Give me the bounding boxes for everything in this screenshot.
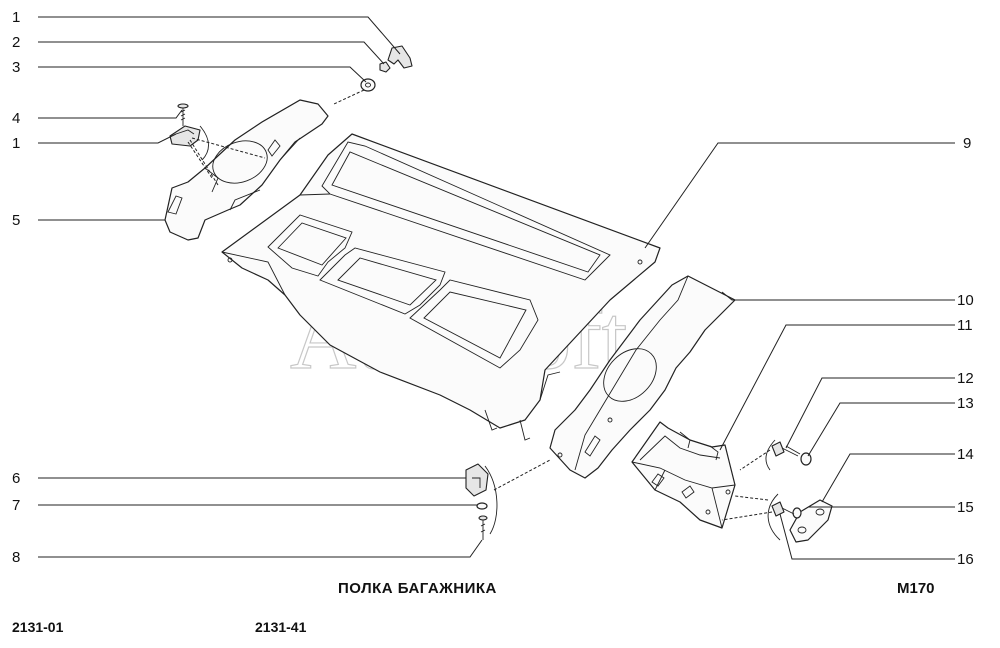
assembly-arrows — [187, 89, 781, 541]
washer — [360, 78, 376, 92]
callout-10: 10 — [957, 292, 974, 309]
bolt-12 — [771, 441, 801, 457]
right-side-panel — [549, 275, 736, 479]
callout-5: 5 — [12, 212, 20, 229]
callout-3: 3 — [12, 59, 20, 76]
diagram-code: M170 — [897, 580, 935, 597]
callout-11: 11 — [957, 317, 973, 334]
callout-1a: 1 — [12, 9, 20, 26]
callouts: 1 2 3 4 1 5 6 7 8 9 10 11 12 13 14 15 — [12, 9, 974, 568]
callout-4: 4 — [12, 110, 20, 127]
clip-6 — [465, 463, 489, 497]
callout-16: 16 — [957, 551, 974, 568]
screw-8 — [478, 515, 488, 540]
nut — [379, 61, 391, 73]
clip-top — [387, 45, 413, 69]
washer-13 — [800, 452, 812, 466]
callout-14: 14 — [957, 446, 974, 463]
main-shelf — [221, 133, 661, 441]
model-code-1: 2131-01 — [12, 619, 64, 635]
washer-7 — [476, 502, 488, 510]
callout-6: 6 — [12, 470, 20, 487]
clip-lower — [169, 125, 201, 147]
model-code-2: 2131-41 — [255, 619, 307, 635]
callout-2: 2 — [12, 34, 20, 51]
callout-9: 9 — [963, 135, 971, 152]
screw-4 — [177, 103, 189, 126]
callout-1b: 1 — [12, 135, 20, 152]
washer-15 — [792, 507, 802, 519]
callout-12: 12 — [957, 370, 974, 387]
callout-15: 15 — [957, 499, 974, 516]
bolt-16 — [771, 501, 795, 517]
plate-14 — [789, 499, 833, 543]
callout-7: 7 — [12, 497, 20, 514]
bracket — [631, 421, 736, 529]
callout-13: 13 — [957, 395, 974, 412]
left-side-panel — [164, 99, 329, 241]
callout-8: 8 — [12, 549, 20, 566]
diagram-title: ПОЛКА БАГАЖНИКА — [338, 580, 497, 597]
